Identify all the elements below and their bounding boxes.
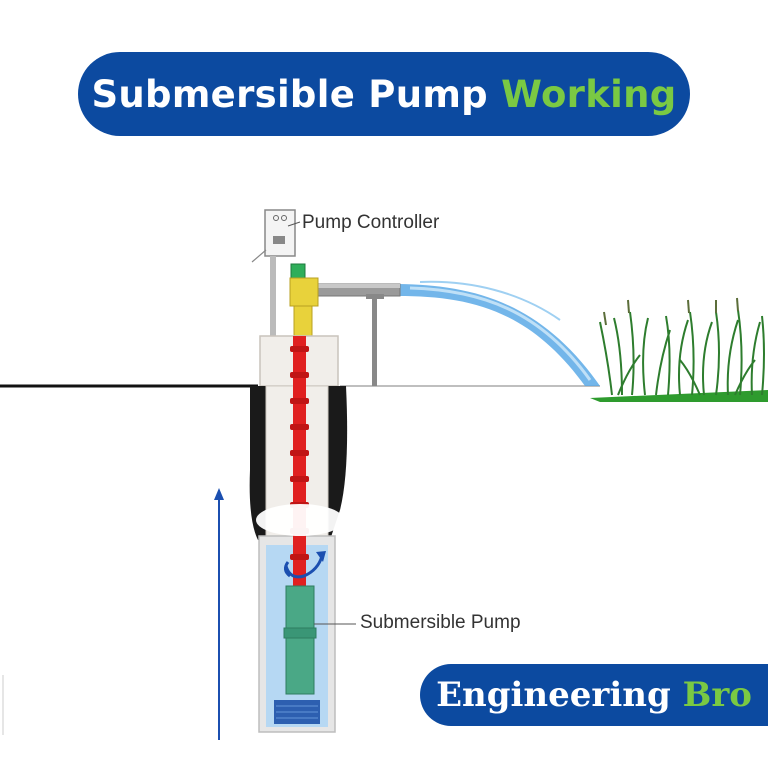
image-artifact	[256, 504, 344, 536]
rotation-arrow-icon	[284, 555, 324, 579]
title-banner: Submersible Pump Working	[78, 52, 690, 136]
well-head-fitting	[289, 277, 319, 337]
submersible-pump	[283, 585, 317, 695]
brand-name-accent: Bro	[682, 675, 752, 715]
pump-controller-label: Pump Controller	[302, 212, 440, 233]
page-title: Submersible Pump Working	[91, 73, 676, 116]
depth-arrow-icon	[214, 488, 224, 740]
brand-badge: Engineering Bro	[420, 664, 768, 726]
title-main: Submersible Pump	[91, 72, 488, 116]
brand-logo: Engineering Bro	[436, 675, 752, 715]
valve	[290, 263, 306, 279]
title-accent: Working	[501, 72, 677, 116]
water-stream	[398, 280, 600, 386]
pipe-support	[372, 296, 377, 386]
brand-name-main: Engineering	[436, 675, 671, 715]
grass-field	[590, 297, 768, 402]
controller-leader	[287, 221, 301, 227]
submersible-pump-label: Submersible Pump	[360, 612, 521, 633]
controller-cable	[270, 256, 276, 336]
